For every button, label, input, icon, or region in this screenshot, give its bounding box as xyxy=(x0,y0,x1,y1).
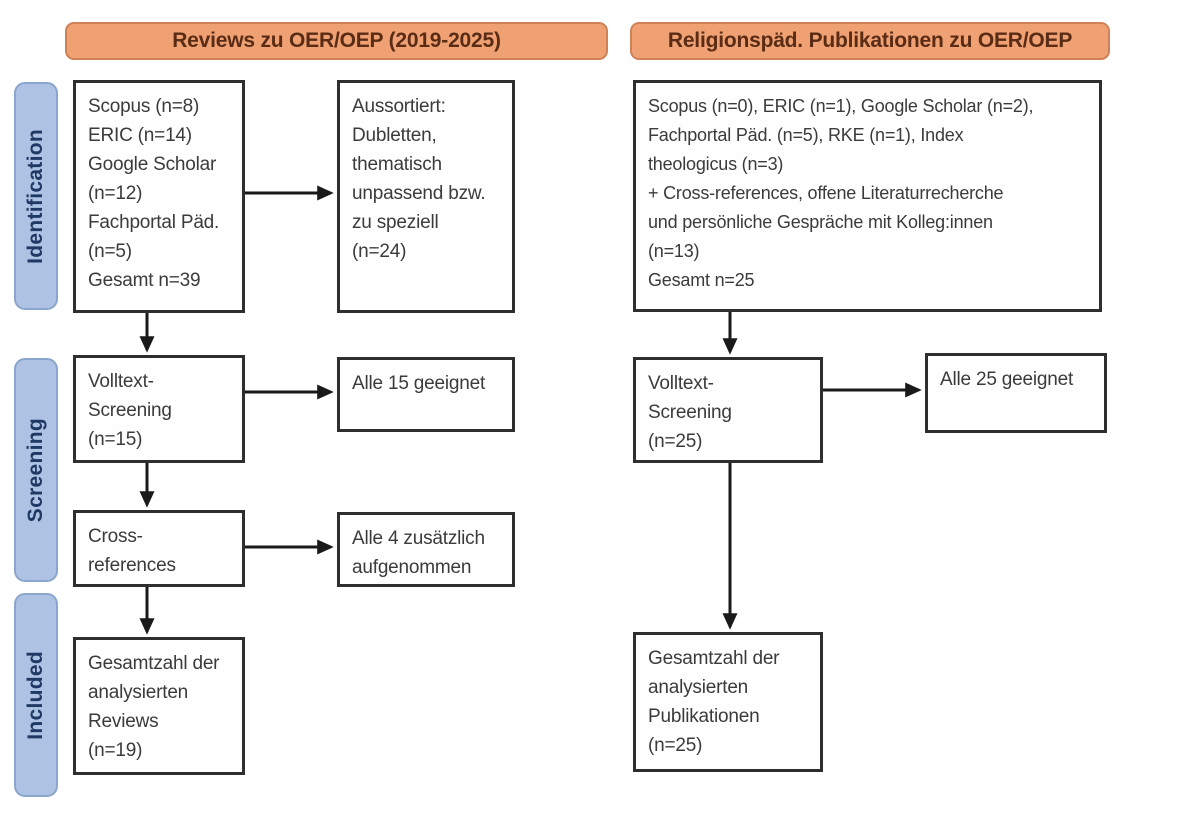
stage-included: Included xyxy=(14,593,58,797)
box-reviews-crossref-result: Alle 4 zusätzlich aufgenommen xyxy=(337,512,515,587)
box-reviews-fulltext-screening: Volltext- Screening (n=15) xyxy=(73,355,245,463)
box-relpaed-fulltext-screening: Volltext- Screening (n=25) xyxy=(633,357,823,463)
stage-identification-label: Identification xyxy=(24,128,47,264)
box-reviews-sources: Scopus (n=8) ERIC (n=14) Google Scholar … xyxy=(73,80,245,313)
box-reviews-excluded: Aussortiert: Dubletten, thematisch unpas… xyxy=(337,80,515,313)
column-header-religionspaed: Religionspäd. Publikationen zu OER/OEP xyxy=(630,22,1110,60)
box-reviews-crossreferences: Cross-references (n=4) xyxy=(73,510,245,587)
box-relpaed-included-total: Gesamtzahl der analysierten Publikatione… xyxy=(633,632,823,772)
column-header-religionspaed-label: Religionspäd. Publikationen zu OER/OEP xyxy=(667,29,1073,52)
box-relpaed-fulltext-result: Alle 25 geeignet xyxy=(925,353,1107,433)
stage-included-label: Included xyxy=(24,650,47,740)
column-header-reviews: Reviews zu OER/OEP (2019-2025) xyxy=(65,22,608,60)
box-relpaed-sources: Scopus (n=0), ERIC (n=1), Google Scholar… xyxy=(633,80,1102,312)
stage-screening-label: Screening xyxy=(24,417,47,523)
stage-screening: Screening xyxy=(14,358,58,582)
box-reviews-fulltext-result: Alle 15 geeignet xyxy=(337,357,515,432)
column-header-reviews-label: Reviews zu OER/OEP (2019-2025) xyxy=(172,29,501,52)
box-reviews-included-total: Gesamtzahl der analysierten Reviews (n=1… xyxy=(73,637,245,775)
stage-identification: Identification xyxy=(14,82,58,310)
